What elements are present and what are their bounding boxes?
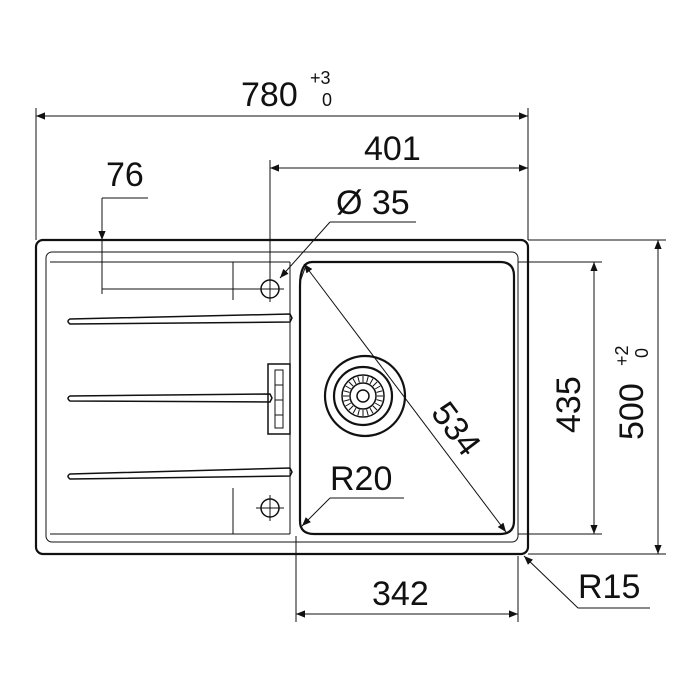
strainer-spoke xyxy=(343,399,350,402)
strainer-spoke xyxy=(366,376,369,383)
dim-overall-width: 780 +3 0 xyxy=(35,68,529,240)
strainer-spoke xyxy=(357,376,360,383)
dim-hole-diameter: Ø 35 xyxy=(279,184,416,279)
dim-bowl-depth: 435 xyxy=(518,261,602,535)
overall-width-value: 780 xyxy=(241,76,298,114)
drainer-rib-top xyxy=(67,313,293,325)
strainer-spoke xyxy=(376,390,383,393)
strainer-spoke xyxy=(345,385,352,390)
strainer-spoke xyxy=(343,390,350,393)
tap-hole-bottom xyxy=(256,495,284,521)
bowl-offset-value: 401 xyxy=(364,130,421,168)
corner-radius-value: R15 xyxy=(578,568,640,606)
overall-depth-tol-upper: +2 xyxy=(612,345,632,366)
bowl-width-value: 342 xyxy=(372,575,429,613)
bowl-diagonal-value: 534 xyxy=(424,395,488,463)
drainer-ribs xyxy=(67,313,293,480)
bowl-depth-value: 435 xyxy=(550,376,588,433)
overall-width-tol-lower: 0 xyxy=(322,90,332,110)
strainer-spoke xyxy=(369,407,374,414)
dim-overall-depth: 500 +2 0 xyxy=(528,239,666,555)
dim-corner-radius: R15 xyxy=(523,555,650,609)
overall-depth-tol-lower: 0 xyxy=(632,348,652,358)
overall-width-tol-upper: +3 xyxy=(310,68,331,88)
overflow-slot xyxy=(267,363,291,435)
sink-outline xyxy=(34,238,530,556)
strainer-spoke xyxy=(357,409,360,416)
strainer-spoke xyxy=(345,402,352,407)
strainer-spoke xyxy=(374,385,381,390)
dim-drainer-offset: 76 xyxy=(98,156,258,294)
strainer-spoke xyxy=(369,378,374,385)
strainer-spoke xyxy=(372,381,378,387)
drainer-offset-value: 76 xyxy=(106,156,144,194)
strainer-spoke xyxy=(352,407,357,414)
inner-radius-value: R20 xyxy=(330,460,392,498)
dim-bowl-width: 342 xyxy=(295,536,519,622)
overall-depth-value: 500 xyxy=(613,383,651,440)
drainer-rib-bottom xyxy=(67,467,293,480)
hole-diameter-value: Ø 35 xyxy=(336,184,410,222)
strainer-spoke xyxy=(366,409,369,416)
strainer-spoke xyxy=(372,405,378,411)
strainer-spoke xyxy=(374,402,381,407)
strainer-spoke xyxy=(348,405,354,411)
strainer-spoke xyxy=(352,378,357,385)
drain-strainer xyxy=(323,354,407,438)
dim-inner-radius: R20 xyxy=(301,460,404,527)
strainer-spoke xyxy=(376,399,383,402)
dim-bowl-offset: 401 xyxy=(269,130,528,300)
drainer-area xyxy=(50,261,291,535)
strainer-spoke xyxy=(348,381,354,387)
drainer-rib-middle xyxy=(67,393,273,403)
